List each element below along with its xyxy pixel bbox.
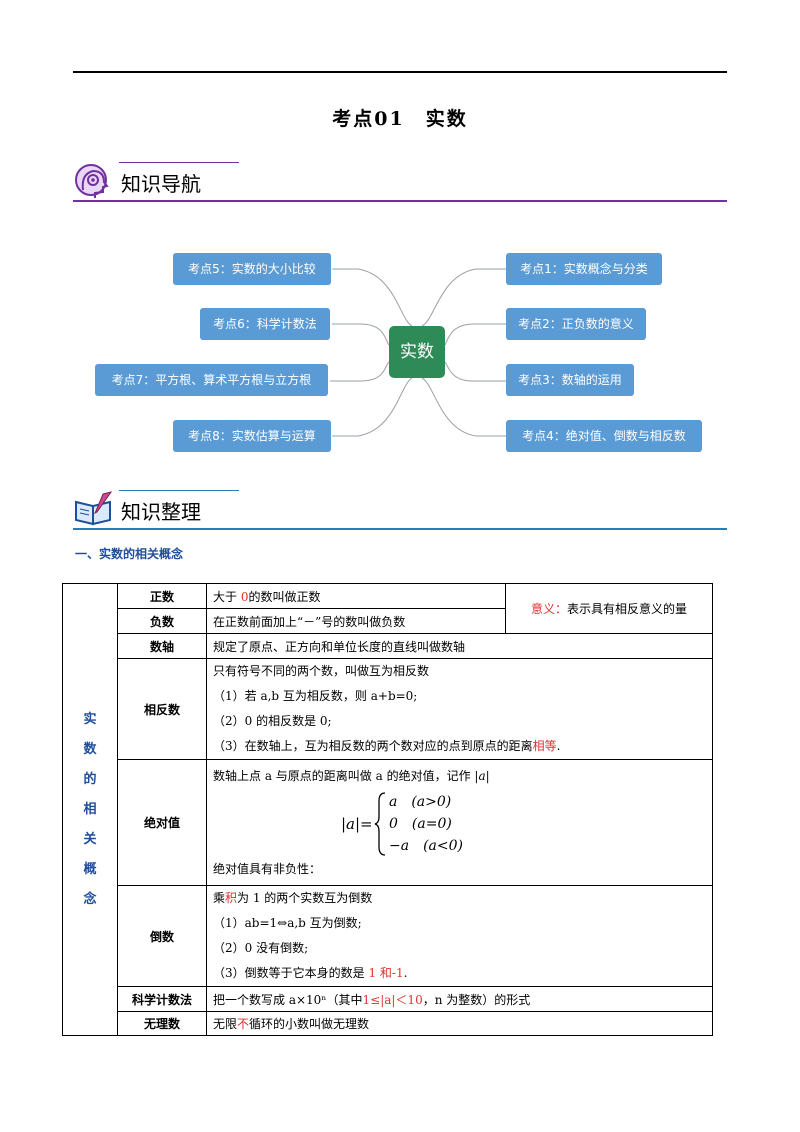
row-content: 数轴上点 a 与原点的距离叫做 a 的绝对值，记作 |a| |a|= a (a>… — [206, 759, 713, 886]
section-header-knowledge: 知识整理 — [73, 490, 727, 530]
text-line: （2）0 的相反数是 0; — [213, 714, 332, 728]
highlight-text: 1 和-1 — [368, 966, 404, 980]
subsection-title: 一、实数的相关概念 — [75, 547, 184, 561]
text: 数轴上点 a 与原点的距离叫做 a 的绝对值，记作 — [213, 768, 471, 783]
row-label: 相反数 — [117, 658, 207, 760]
text: （3）在数轴上，互为相反数的两个数对应的点到原点的距离 — [213, 739, 533, 753]
mindmap-node-left-3: 考点7：平方根、算术平方根与立方根 — [95, 364, 328, 396]
text: 循环的小数叫做无理数 — [249, 1017, 370, 1031]
case-line: −a (a<0) — [389, 837, 463, 854]
knowledge-heading: 知识整理 — [121, 500, 201, 524]
text: . — [556, 739, 561, 753]
top-rule — [73, 71, 727, 73]
mindmap-center: 实数 — [389, 326, 445, 378]
row-label: 数轴 — [117, 633, 207, 659]
text: 的数叫做正数 — [248, 589, 321, 604]
section-header-nav: 知识导航 — [73, 162, 727, 202]
formula-cases: a (a>0) 0 (a=0) −a (a<0) — [389, 791, 463, 857]
row-content: 在正数前面加上“－”号的数叫做负数 — [206, 608, 506, 634]
page-title: 考点01 实数 — [332, 108, 468, 130]
text: 无限 — [213, 1017, 238, 1031]
text-line: （3）在数轴上，互为相反数的两个数对应的点到原点的距离相等. — [213, 734, 706, 759]
row-content: 无限不循环的小数叫做无理数 — [206, 1011, 713, 1036]
text-line: 绝对值具有非负性： — [213, 861, 322, 876]
abs-notation: |a| — [474, 768, 490, 783]
table-row: 倒数 乘积为 1 的两个实数互为倒数 （1）ab=1⇔a,b 互为倒数; （2）… — [63, 885, 713, 987]
meaning-head: 意义： — [530, 602, 567, 616]
group-label-char: 实 — [83, 711, 97, 727]
row-label: 无理数 — [117, 1011, 207, 1036]
open-book-icon — [75, 491, 113, 526]
mindmap-node-right-3: 考点3：数轴的运用 — [506, 364, 634, 396]
row-label: 科学计数法 — [117, 986, 207, 1012]
meaning-cell: 意义：表示具有相反意义的量 — [505, 583, 713, 634]
text: 大于 — [213, 589, 238, 604]
row-content: 乘积为 1 的两个实数互为倒数 （1）ab=1⇔a,b 互为倒数; （2）0 没… — [206, 885, 713, 987]
text-line: （2）0 没有倒数; — [213, 941, 309, 955]
formula-lhs: |a|= — [341, 814, 373, 833]
text: 把一个数写成 a×10ⁿ（其中 — [213, 992, 363, 1007]
text-line: （1）ab=1⇔a,b 互为倒数; — [213, 916, 362, 930]
table-row: 数轴 规定了原点、正方向和单位长度的直线叫做数轴 — [63, 633, 713, 659]
row-content: 只有符号不同的两个数，叫做互为相反数 （1）若 a,b 互为相反数，则 a+b=… — [206, 658, 713, 760]
knowledge-bottom-rule — [73, 528, 727, 530]
mindmap-connectors — [330, 268, 506, 437]
group-label-char: 关 — [83, 831, 97, 847]
mindmap-node-left-2: 考点6：科学计数法 — [200, 308, 330, 340]
text-line: 只有符号不同的两个数，叫做互为相反数 — [213, 664, 430, 678]
table-row: 实 数 的 相 关 概 念 正数 大于 0的数叫做正数 意义：表示具有相反意义的… — [62, 583, 713, 1036]
row-label: 倒数 — [117, 885, 207, 987]
row-label: 绝对值 — [117, 759, 207, 886]
highlight-text: 积 — [225, 891, 238, 905]
abs-formula: |a|= a (a>0) 0 (a=0) −a (a<0) — [213, 791, 706, 857]
table-row: 无理数 无限不循环的小数叫做无理数 — [63, 1011, 713, 1036]
meaning-text: 表示具有相反意义的量 — [567, 602, 688, 616]
group-label-char: 的 — [83, 771, 97, 787]
table-row: 负数 在正数前面加上“－”号的数叫做负数 — [63, 608, 713, 634]
row-content: 把一个数写成 a×10ⁿ（其中1≤|a|＜10，n 为整数）的形式 — [206, 986, 713, 1012]
nav-bottom-rule — [73, 200, 727, 202]
group-label-char: 相 — [83, 801, 97, 817]
case-line: 0 (a=0) — [389, 815, 452, 832]
group-label-char: 念 — [83, 891, 97, 907]
brain-head-icon — [75, 164, 109, 198]
highlight-text: 不 — [237, 1017, 250, 1031]
text-line: （1）若 a,b 互为相反数，则 a+b=0; — [213, 689, 418, 703]
mindmap-node-left-4: 考点8：实数估算与运算 — [173, 420, 331, 452]
knowledge-top-rule — [119, 490, 239, 491]
group-label-char: 概 — [83, 861, 97, 877]
text: ，n 为整数）的形式 — [422, 992, 531, 1007]
row-content: 规定了原点、正方向和单位长度的直线叫做数轴 — [206, 633, 713, 659]
left-brace — [374, 791, 386, 856]
row-label: 负数 — [117, 608, 207, 634]
highlight-text: 0 — [240, 589, 249, 604]
highlight-text: 1≤|a|＜10 — [362, 992, 423, 1007]
group-label-cell: 实 数 的 相 关 概 念 — [62, 583, 118, 1036]
concept-table: 实 数 的 相 关 概 念 正数 大于 0的数叫做正数 意义：表示具有相反意义的… — [62, 583, 713, 1036]
text: 乘 — [213, 891, 226, 905]
text-line: （3）倒数等于它本身的数是 1 和-1. — [213, 961, 706, 986]
text: （3）倒数等于它本身的数是 — [213, 966, 365, 980]
mindmap-node-right-1: 考点1：实数概念与分类 — [506, 253, 662, 285]
nav-top-rule — [119, 162, 239, 163]
nav-heading: 知识导航 — [121, 172, 201, 196]
mindmap-node-left-1: 考点5：实数的大小比较 — [173, 253, 331, 285]
table-row: 绝对值 数轴上点 a 与原点的距离叫做 a 的绝对值，记作 |a| |a|= a… — [63, 759, 713, 886]
group-label-char: 数 — [83, 741, 97, 757]
mindmap-node-right-2: 考点2：正负数的意义 — [506, 308, 646, 340]
case-line: a (a>0) — [389, 793, 452, 810]
highlight-text: 相等 — [532, 739, 557, 753]
mindmap-node-right-4: 考点4：绝对值、倒数与相反数 — [506, 420, 702, 452]
table-row: 科学计数法 把一个数写成 a×10ⁿ（其中1≤|a|＜10，n 为整数）的形式 — [63, 986, 713, 1012]
text: 为 1 的两个实数互为倒数 — [237, 891, 373, 905]
table-row: 相反数 只有符号不同的两个数，叫做互为相反数 （1）若 a,b 互为相反数，则 … — [63, 658, 713, 760]
row-label: 正数 — [117, 583, 207, 609]
text-line: 乘积为 1 的两个实数互为倒数 — [213, 886, 706, 911]
text: . — [403, 966, 408, 980]
row-content: 大于 0的数叫做正数 — [206, 583, 506, 609]
